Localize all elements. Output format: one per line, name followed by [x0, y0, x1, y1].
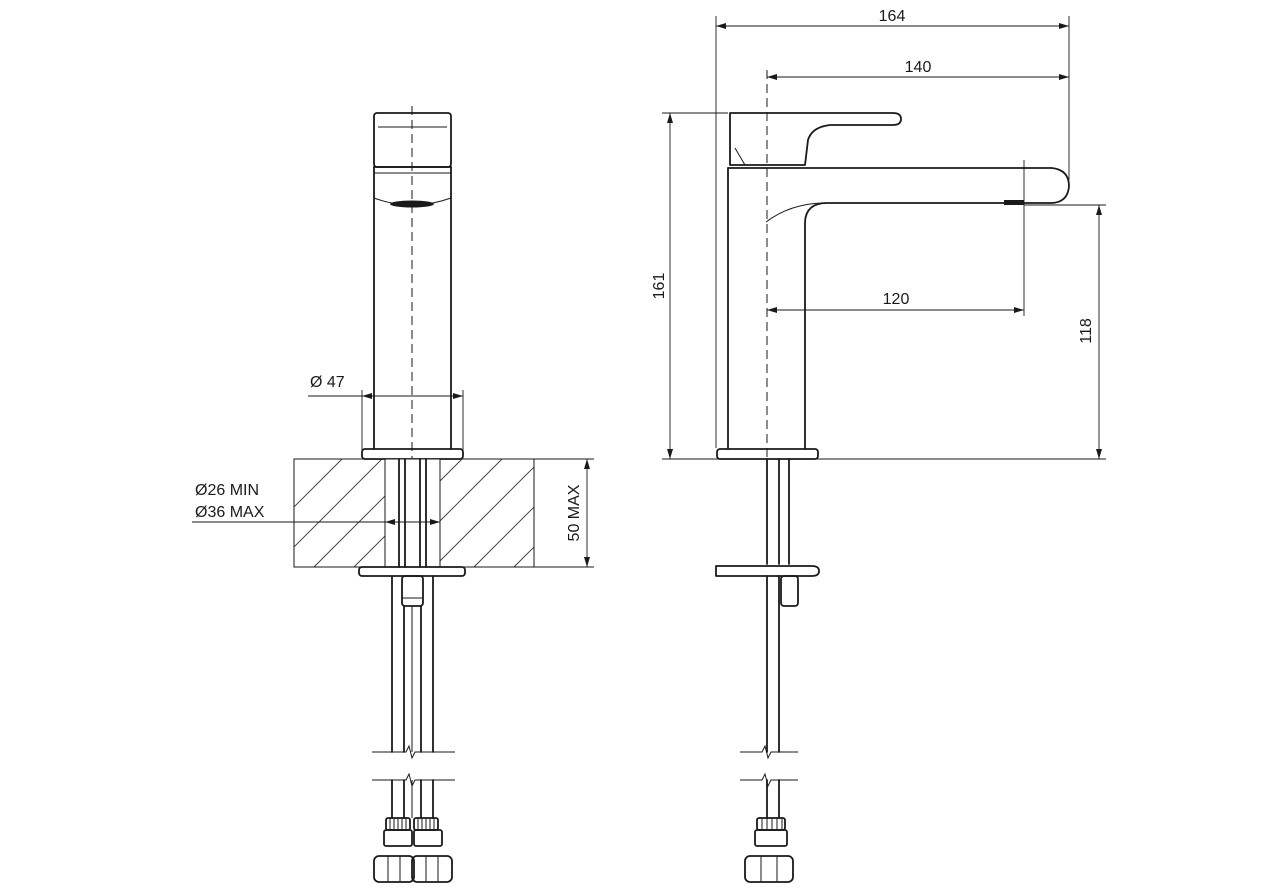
dim-spout-height-label: 118 [1078, 318, 1095, 344]
dim-overall-width-label: 164 [879, 8, 906, 25]
dim-max-thickness: 50 MAX [534, 458, 594, 568]
dim-overall-width: 164 [715, 8, 1070, 448]
dim-handle-reach-label: 140 [905, 59, 932, 76]
side-aerator [1004, 200, 1024, 205]
front-flex-hoses [372, 575, 455, 883]
dim-spout-reach: 120 [767, 160, 1025, 316]
mounting-surface [293, 458, 535, 568]
dim-total-height: 161 [651, 112, 1106, 460]
dim-hole-diameter: Ø26 MIN Ø36 MAX [192, 482, 440, 525]
side-handle-lever [729, 112, 902, 166]
front-lock-nut [358, 566, 466, 577]
side-nut [780, 575, 799, 607]
dim-hole-min-label: Ø26 MIN [195, 482, 259, 499]
dim-total-height-label: 161 [651, 273, 668, 300]
front-body [373, 166, 452, 449]
side-spout [727, 167, 1070, 449]
dim-spout-reach-label: 120 [883, 291, 910, 308]
dim-base-diameter-label: Ø 47 [310, 374, 345, 391]
side-lock-plate [715, 565, 820, 577]
front-view: Ø 47 Ø26 MIN Ø36 MAX 50 MAX [192, 106, 594, 883]
dim-spout-height: 118 [1024, 204, 1106, 459]
side-view: 164 140 120 161 [651, 8, 1106, 883]
dim-max-thickness-label: 50 MAX [566, 484, 583, 541]
dim-handle-reach: 140 [767, 59, 1069, 80]
front-threaded-rod [401, 575, 424, 607]
side-flex-hoses [740, 575, 798, 883]
dim-hole-max-label: Ø36 MAX [195, 504, 265, 521]
dim-base-diameter: Ø 47 [308, 374, 464, 450]
